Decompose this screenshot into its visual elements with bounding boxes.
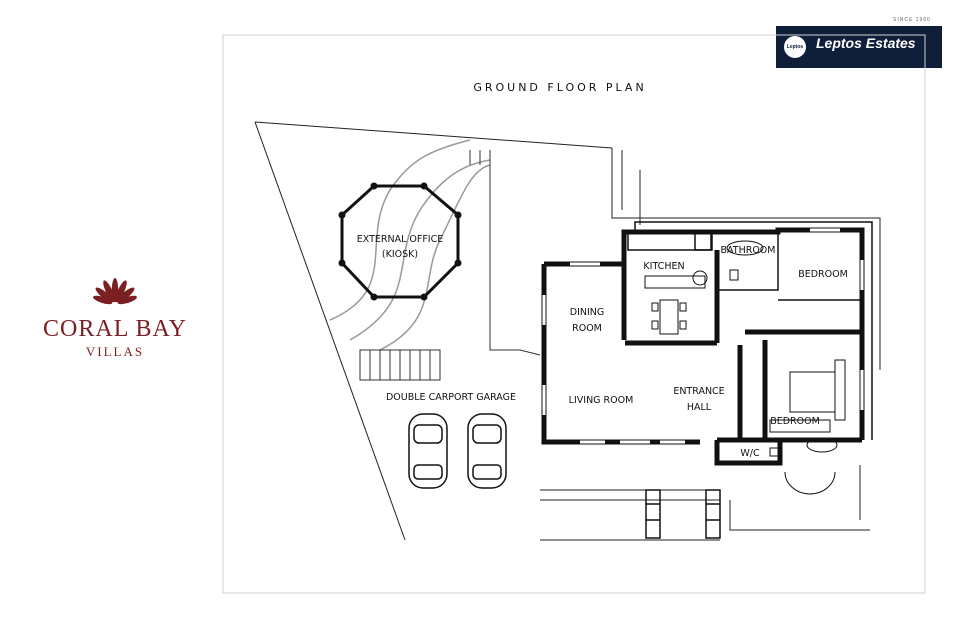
- windows: [542, 228, 864, 444]
- kiosk-octagon: [338, 182, 462, 301]
- label-carport: DOUBLE CARPORT GARAGE: [386, 392, 516, 403]
- label-living: LIVING ROOM: [569, 395, 634, 406]
- house-thin-walls: [627, 221, 873, 440]
- leptos-badge-icon: Leptos: [784, 36, 806, 58]
- entrance-steps: [645, 489, 721, 539]
- label-dining-2: ROOM: [572, 323, 602, 334]
- terrace-steps: [359, 150, 541, 381]
- label-bathroom: BATHROOM: [721, 245, 776, 256]
- garden-path: [329, 139, 491, 351]
- leptos-logo: Leptos Leptos Estates: [776, 26, 942, 68]
- since-label: SINCE 1960: [893, 17, 931, 23]
- plot-boundary: [254, 121, 881, 541]
- label-external-office: EXTERNAL OFFICE: [357, 234, 444, 245]
- label-kiosk: (KIOSK): [382, 249, 418, 260]
- label-bedroom-1: BEDROOM: [798, 269, 848, 280]
- label-entrance-1: ENTRANCE: [673, 386, 724, 397]
- car-left: [408, 413, 448, 489]
- car-right: [467, 413, 507, 489]
- label-wc: W/C: [740, 448, 760, 459]
- plan-frame: [222, 34, 926, 594]
- label-kitchen: KITCHEN: [643, 261, 684, 272]
- plan-title: GROUND FLOOR PLAN: [473, 81, 646, 94]
- label-dining-1: DINING: [570, 307, 605, 318]
- coral-bay-logo: CORAL BAY VILLAS: [30, 278, 200, 360]
- brand-name: CORAL BAY: [43, 316, 187, 342]
- label-entrance-2: HALL: [687, 402, 712, 413]
- shell-icon: [93, 278, 137, 305]
- furniture: [644, 240, 846, 495]
- agency-name: Leptos Estates: [816, 35, 916, 51]
- brand-sub: VILLAS: [85, 344, 145, 359]
- label-bedroom-2: BEDROOM: [770, 416, 820, 427]
